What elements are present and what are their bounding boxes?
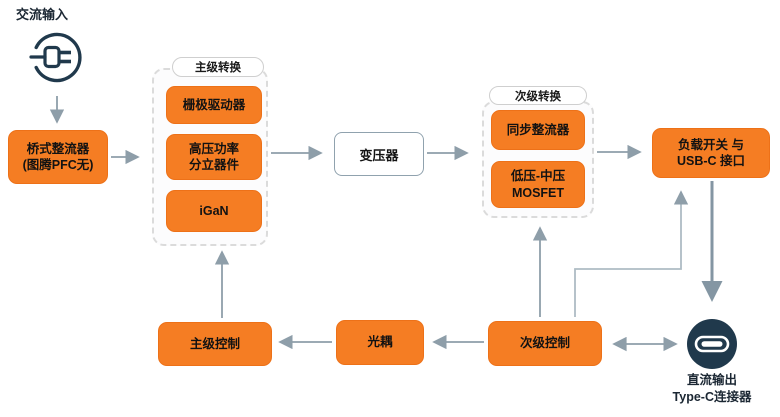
transformer-block: 变压器 bbox=[334, 132, 424, 176]
dc-output-line2: Type-C连接器 bbox=[672, 389, 752, 404]
optocoupler-label: 光耦 bbox=[367, 335, 393, 350]
optocoupler-block: 光耦 bbox=[336, 320, 424, 365]
secondary-conversion-group-label: 次级转换 bbox=[489, 86, 587, 105]
load-switch-usbc-block: 负载开关 与 USB-C 接口 bbox=[652, 128, 770, 178]
gate-driver-block: 栅极驱动器 bbox=[166, 86, 262, 124]
primary-conversion-group-label: 主级转换 bbox=[172, 57, 264, 77]
hv-power-discretes-line1: 高压功率 bbox=[188, 141, 239, 156]
secondary-control-block: 次级控制 bbox=[488, 321, 602, 366]
ac-input-label: 交流输入 bbox=[16, 7, 69, 22]
hv-power-discretes-block: 高压功率 分立器件 bbox=[166, 134, 262, 180]
usb-c-connector-icon bbox=[687, 319, 737, 369]
igan-label: iGaN bbox=[199, 203, 229, 218]
gate-driver-label: 栅极驱动器 bbox=[182, 97, 246, 112]
lv-mv-mosfet-line1: 低压-中压 bbox=[510, 169, 566, 184]
primary-control-label: 主级控制 bbox=[189, 336, 240, 351]
bridge-rectifier-line1: 桥式整流器 bbox=[26, 141, 90, 156]
bridge-rectifier-line2: (图腾PFC无) bbox=[22, 158, 94, 172]
secondary-control-label: 次级控制 bbox=[519, 336, 570, 351]
load-switch-line1: 负载开关 与 bbox=[678, 137, 744, 152]
dc-output-label: 直流输出 Type-C连接器 bbox=[650, 372, 774, 406]
primary-control-block: 主级控制 bbox=[158, 322, 272, 366]
ac-plug-icon bbox=[26, 26, 88, 88]
lv-mv-mosfet-line2: MOSFET bbox=[511, 185, 565, 200]
lv-mv-mosfet-block: 低压-中压 MOSFET bbox=[491, 161, 585, 208]
dc-output-line1: 直流输出 bbox=[686, 373, 737, 387]
igan-block: iGaN bbox=[166, 190, 262, 232]
hv-power-discretes-line2: 分立器件 bbox=[188, 158, 239, 172]
bridge-rectifier-block: 桥式整流器 (图腾PFC无) bbox=[8, 130, 108, 184]
load-switch-line2: USB-C 接口 bbox=[676, 154, 746, 168]
transformer-label: 变压器 bbox=[359, 147, 399, 163]
sync-rectifier-block: 同步整流器 bbox=[491, 110, 585, 150]
sync-rectifier-label: 同步整流器 bbox=[506, 122, 570, 137]
